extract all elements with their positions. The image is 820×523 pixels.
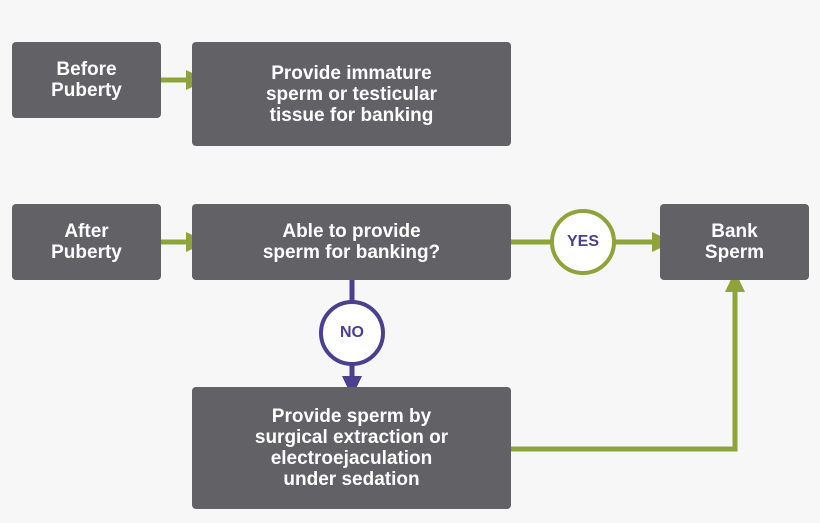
node-before-puberty: Before Puberty	[12, 42, 161, 118]
node-able-to-provide: Able to provide sperm for banking?	[192, 204, 511, 280]
node-line: electroejaculation	[270, 448, 433, 469]
node-line: Able to provide	[282, 221, 421, 242]
node-line: sperm or testicular	[265, 83, 438, 105]
node-bank-sperm: Bank Sperm	[660, 204, 809, 280]
decision-yes-label: YES	[566, 233, 599, 250]
decision-no-label: NO	[340, 324, 364, 341]
node-after-puberty: After Puberty	[12, 204, 161, 280]
node-line: under sedation	[283, 469, 420, 490]
node-line: Before	[56, 59, 117, 80]
node-line: Puberty	[51, 242, 122, 263]
node-line: surgical extraction or	[254, 427, 449, 448]
node-line: Provide immature	[271, 62, 432, 84]
arrow-able-to-surgical	[342, 276, 362, 397]
node-line: Sperm	[704, 242, 765, 263]
node-line: Provide sperm by	[271, 406, 432, 427]
node-provide-immature-sperm: Provide immature sperm or testicular tis…	[192, 42, 511, 146]
arrow-surgical-to-bank	[498, 271, 745, 452]
node-surgical-extraction: Provide sperm by surgical extraction or …	[192, 387, 511, 509]
decision-no-badge: NO	[319, 300, 385, 366]
node-line: tissue for banking	[269, 104, 434, 126]
node-line: sperm for banking?	[262, 242, 441, 263]
node-line: Bank	[711, 221, 758, 242]
decision-yes-badge: YES	[550, 209, 616, 275]
node-line: Puberty	[51, 80, 122, 101]
node-line: After	[64, 221, 109, 242]
